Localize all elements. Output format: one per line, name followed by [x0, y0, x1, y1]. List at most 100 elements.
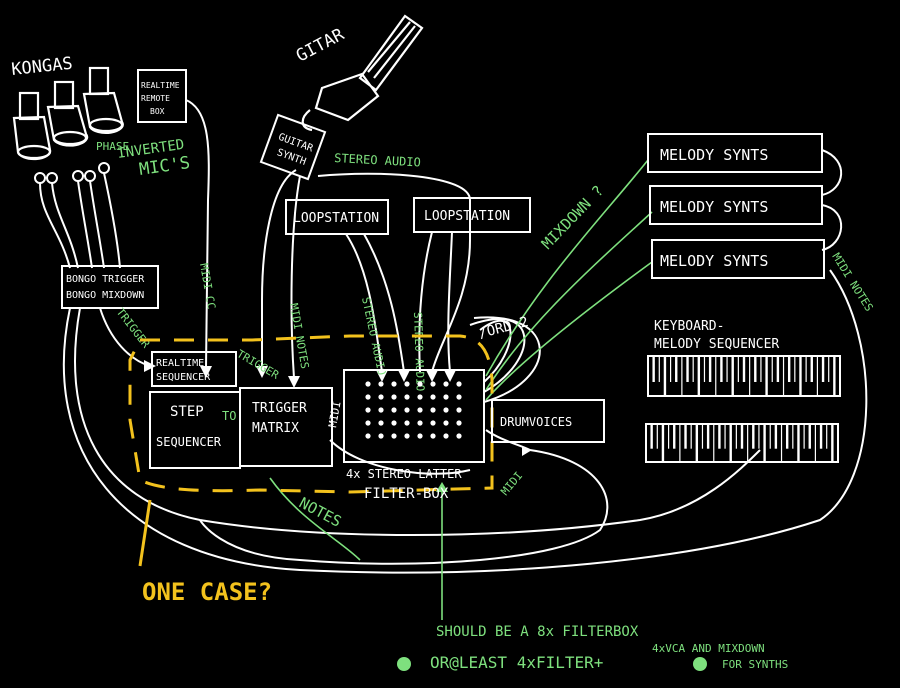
bongo-trigger-label: BONGO TRIGGER [66, 274, 145, 285]
loopstation-label-2: LOOPSTATION [424, 209, 510, 224]
filter-knob [430, 407, 436, 413]
melody-synth-box-2 [649, 185, 823, 225]
midi-notes-left-label: MIDI NOTES [287, 302, 311, 369]
filter-knob [404, 394, 410, 400]
one-case-outline [128, 334, 494, 494]
trigger-mid-label: TRIGGER [235, 347, 282, 382]
midi-notes-right-label: MIDI NOTES [829, 251, 875, 314]
filter-knob [443, 420, 449, 426]
filter-knob [391, 394, 397, 400]
filter-box [343, 369, 485, 463]
note-line-3: OR@LEAST 4xFILTER+ [430, 653, 603, 672]
filter-knob [456, 381, 462, 387]
trigger-matrix-label-1: TRIGGER [252, 401, 307, 416]
note-bullet-1 [397, 657, 411, 671]
loopstation-box-1 [285, 199, 389, 235]
filter-knob [443, 433, 449, 439]
filter-knob [430, 420, 436, 426]
filter-knob [391, 433, 397, 439]
guitar-drawing [301, 14, 424, 132]
filter-knob [417, 381, 423, 387]
filter-knob [456, 394, 462, 400]
filter-knob [430, 394, 436, 400]
midi-vertical-label: MIDI [326, 400, 343, 428]
mixdown-label: MIXDOWN ? [538, 182, 607, 253]
filter-box-knobs [365, 381, 462, 439]
loopstation-label-1: LOOPSTATION [293, 211, 379, 226]
step-sequencer-label-2: SEQUENCER [156, 435, 222, 449]
note-line-4: FOR SYNTHS [722, 658, 788, 671]
note-line-1: SHOULD BE A 8x FILTERBOX [436, 624, 639, 640]
keyboard-drawing-1 [647, 355, 841, 397]
trigger-matrix-box [239, 387, 333, 467]
midi-cables [269, 159, 653, 620]
filter-knob [404, 407, 410, 413]
filter-knob [443, 381, 449, 387]
filter-knob [378, 381, 384, 387]
filter-knob [456, 407, 462, 413]
realtime-remote-box [137, 69, 187, 123]
filter-box-label-1: 4x STEREO LATTER [346, 467, 462, 481]
filter-knob [378, 433, 384, 439]
filter-knob [365, 433, 371, 439]
filter-knob [430, 433, 436, 439]
filter-knob [417, 407, 423, 413]
bongo-trigger-box [61, 265, 159, 309]
filter-knob [417, 394, 423, 400]
filter-knob [443, 394, 449, 400]
filter-knob [391, 381, 397, 387]
one-case-label: ONE CASE? [142, 578, 272, 606]
realtime-sequencer-box [151, 351, 237, 387]
stereo-audio-label-3: STEREO AUDIO [411, 312, 427, 392]
realtime-sequencer-label-2: SEQUENCER [156, 372, 211, 383]
realtime-remote-label-1: REALTIME [141, 81, 180, 90]
filter-knob [365, 381, 371, 387]
midi-cc-label: MIDI CC [197, 262, 218, 310]
guitar-synth-box [259, 113, 327, 181]
melody-synth-label-1: MELODY SYNTS [660, 146, 768, 164]
stereo-audio-label: STEREO AUDIO [334, 151, 421, 170]
step-sequencer-label-1: STEP [170, 404, 204, 420]
note-bullet-2 [693, 657, 707, 671]
realtime-sequencer-label-1: REALTIME [156, 358, 204, 369]
filter-knob [456, 420, 462, 426]
filter-knob [430, 381, 436, 387]
midi-right-label: MIDI [498, 469, 525, 498]
filter-knob [365, 420, 371, 426]
konga-drums [12, 66, 124, 161]
keyboard-seq-label-2: MELODY SEQUENCER [654, 337, 779, 352]
phase-label: PHASE [96, 140, 129, 153]
filter-knob [404, 381, 410, 387]
filter-knob [378, 420, 384, 426]
filter-knob [456, 433, 462, 439]
filter-knob [417, 433, 423, 439]
loopstation-box-2 [413, 197, 531, 233]
filter-knob [378, 407, 384, 413]
keyboard-seq-label-1: KEYBOARD- [654, 319, 724, 334]
to-label: TO [222, 409, 236, 423]
trigger-matrix-label-2: MATRIX [252, 421, 299, 436]
filter-knob [365, 407, 371, 413]
melody-synth-label-3: MELODY SYNTS [660, 252, 768, 270]
melody-synth-box-3 [651, 239, 825, 279]
filter-knob [404, 420, 410, 426]
one-case-pointer [138, 499, 152, 567]
filter-knob [417, 420, 423, 426]
kongas-label: KONGAS [10, 54, 73, 80]
filter-knob [378, 394, 384, 400]
realtime-remote-label-3: BOX [150, 107, 165, 116]
filter-knob [391, 407, 397, 413]
phase-inverted-mics [34, 162, 121, 269]
filter-knob [391, 420, 397, 426]
filter-knob [365, 394, 371, 400]
filter-knob [404, 433, 410, 439]
arrowheads [144, 360, 532, 492]
notes-label: NOTES [296, 494, 344, 531]
melody-synth-label-2: MELODY SYNTS [660, 198, 768, 216]
drumvoices-label: DRUMVOICES [500, 415, 572, 429]
drumvoices-box [491, 399, 605, 443]
filter-box-label-2: FILTER-BOX [364, 486, 449, 502]
melody-synth-box-1 [647, 133, 823, 173]
